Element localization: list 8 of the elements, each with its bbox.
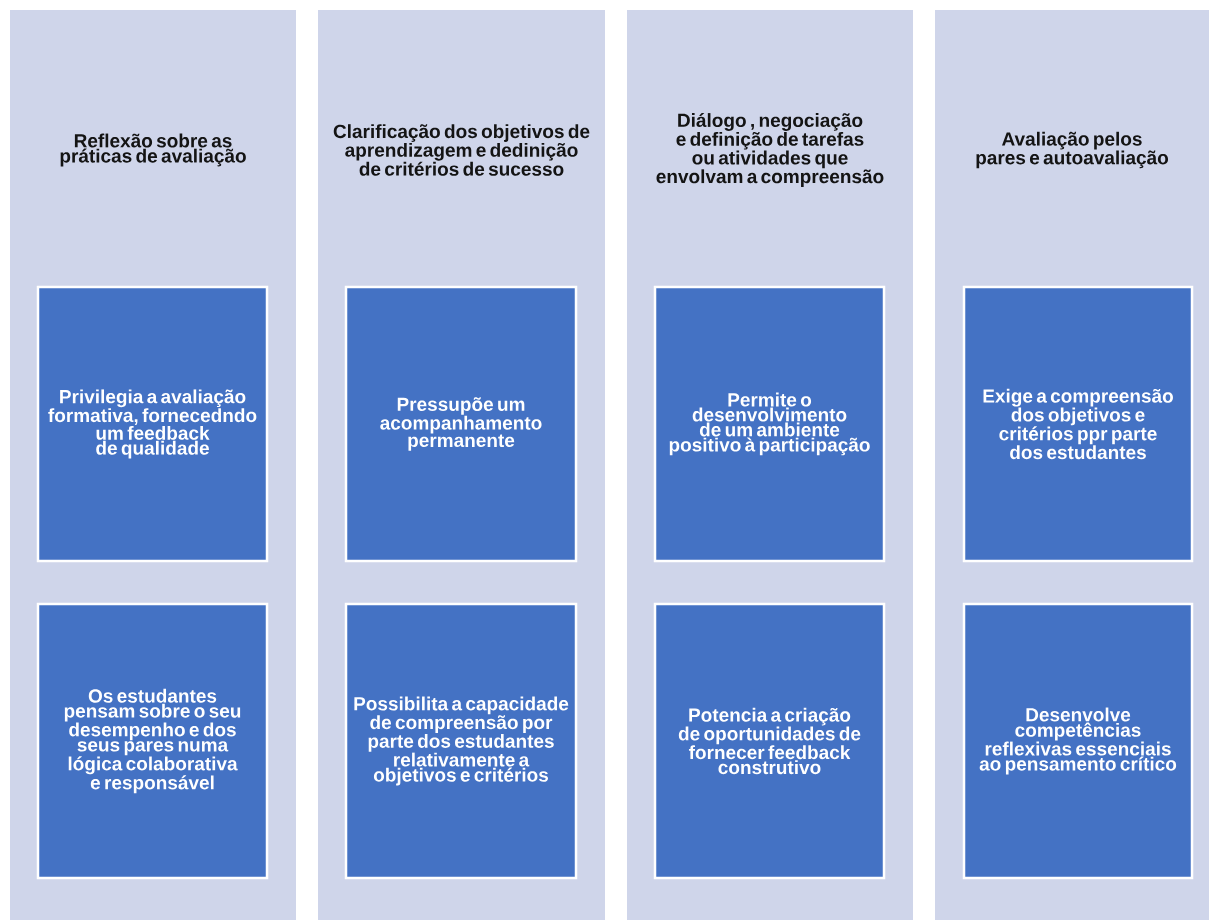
text-box: Pressupõe um acompanhamento permanente [344,285,578,563]
text-box: Possibilita a capacidade de compreensão por parte dos estudantes relativamente a objetivos e critérios [344,602,578,880]
text-box: Desenvolve competências reflexivas essenciais ao pensamento crítico [962,602,1194,880]
text-box: Exige a compreensão dos objetivos e critérios ppr parte dos estudantes [962,285,1194,563]
text-box: Permite o desenvolvimento de um ambiente positivo à participação [653,285,886,563]
text-box: Potencia a criação de oportunidades de fornecer feedback construtivo [653,602,886,880]
text-box: Os estudantes pensam sobre o seu desempenho e dos seus pares numa lógica colaborativa e responsável [36,602,269,880]
text-box: Privilegia a avaliação formativa, fornecedndo um feedback de qualidade [36,285,269,563]
